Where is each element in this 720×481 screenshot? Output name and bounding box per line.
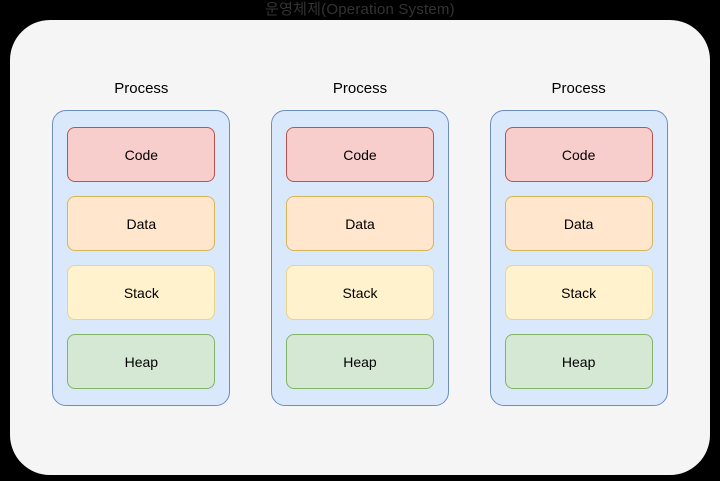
process-box-2[interactable]: Code Data Stack Heap <box>270 110 449 406</box>
segment-data[interactable]: Data <box>504 196 653 251</box>
os-title: 운영체제(Operation System) <box>265 1 455 18</box>
process-row: Process Code Data Stack Heap Process Cod… <box>10 20 710 475</box>
process-label: Process <box>551 80 606 97</box>
segment-heap[interactable]: Heap <box>285 334 434 389</box>
process-column-2: Process Code Data Stack Heap <box>270 80 449 406</box>
process-label: Process <box>114 80 169 97</box>
segment-heap[interactable]: Heap <box>504 334 653 389</box>
process-column-3: Process Code Data Stack Heap <box>489 80 668 406</box>
process-box-3[interactable]: Code Data Stack Heap <box>489 110 668 406</box>
process-label: Process <box>332 80 388 97</box>
segment-heap[interactable]: Heap <box>67 334 216 389</box>
operating-system-container: Process Code Data Stack Heap Process Cod… <box>10 20 710 475</box>
process-column-1: Process Code Data Stack Heap <box>52 80 231 406</box>
segment-stack[interactable]: Stack <box>67 265 216 320</box>
segment-code[interactable]: Code <box>504 127 653 182</box>
process-box-1[interactable]: Code Data Stack Heap <box>52 110 231 406</box>
segment-data[interactable]: Data <box>285 196 434 251</box>
segment-code[interactable]: Code <box>285 127 434 182</box>
segment-data[interactable]: Data <box>67 196 216 251</box>
segment-code[interactable]: Code <box>67 127 216 182</box>
segment-stack[interactable]: Stack <box>504 265 653 320</box>
segment-stack[interactable]: Stack <box>285 265 434 320</box>
